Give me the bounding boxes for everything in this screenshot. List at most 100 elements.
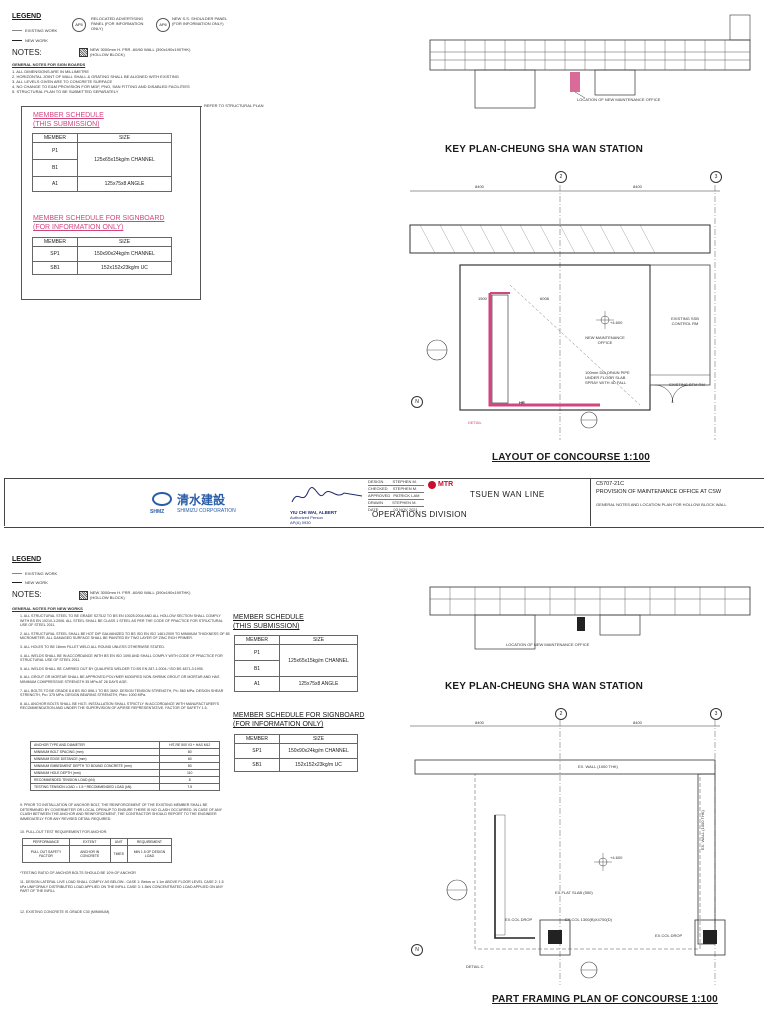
hollow-block-hatch-icon (79, 48, 88, 57)
legend-new-label-2: NEW WORK (25, 580, 48, 585)
col-size: SIZE (77, 133, 172, 143)
operations-division: OPERATIONS DIVISION (372, 510, 467, 519)
signature-scribble (291, 487, 363, 503)
table-row: MINIMUM BOLT SPACING (mm)80 (29, 748, 220, 756)
mtr-label: MTR (438, 481, 454, 488)
note-9: 9. PRIOR TO INSTALLATION OF ANCHOR BOLT,… (20, 803, 222, 821)
signboard-schedule-title-2: MEMBER SCHEDULE FOR SIGNBOARD (233, 712, 365, 719)
level-label: +4.600 (610, 320, 623, 325)
signboard-schedule-sub: (FOR INFORMATION ONLY) (33, 224, 124, 231)
note-item: 2. ALL STRUCTURAL STEEL SHALL BE HOT DIP… (20, 631, 230, 641)
detail-label-2: DETAIL C (466, 964, 484, 969)
general-note: 2. HORIZONTAL JOINT OF WALL SHALL & GRAT… (12, 74, 179, 79)
ap5-text: RELOCATED ADVERTISING PANEL (FOR INFORMA… (91, 16, 144, 31)
table-row: TESTING TENSION LOAD = 1.5 * RECOMMENDED… (29, 783, 220, 791)
row-drawn: DRAWN STEPHEN M. (368, 500, 424, 507)
ap5-symbol: AP5 (72, 18, 86, 32)
shimizu-logo-icon (152, 492, 172, 506)
north-arrow-icon: N (411, 944, 423, 956)
cell-member: SB1 (32, 261, 78, 275)
notes-item-2: NEW 3000mm H. FRR -60/60 WALL (390x190x1… (90, 590, 191, 600)
general-notes-title: GENERAL NOTES FOR SIGN BOARDS (12, 62, 86, 67)
signer-reg: AP(A) 0930 (290, 520, 311, 525)
note-item: 7. ALL BOLTS TO BE GRADE 8.8 BS ISO 898-… (20, 688, 224, 698)
table-row: MINIMUM HOLE DEPTH (mm)110 (29, 769, 220, 777)
member-schedule-title-2: MEMBER SCHEDULE (233, 614, 304, 621)
drawing-title: GENERAL NOTES AND LOCATION PLAN FOR HOLL… (596, 502, 727, 507)
note-12: 12. EXISTING CONCRETE IS GRADE C30 (MINI… (20, 910, 111, 914)
title-block-frame (4, 478, 764, 528)
existing-btm-label: EXISTING BTM RM (669, 382, 705, 387)
drain-note: 100mm DIA DRAIN PIPE UNDER FLOOR SLAB SP… (585, 370, 630, 385)
cell-size: 152x152x23kg/m UC (77, 261, 172, 275)
signboard-schedule-title: MEMBER SCHEDULE FOR SIGNBOARD (33, 215, 165, 222)
cell-size: 125x65x15kg/m CHANNEL (77, 142, 172, 177)
key-plan-title: KEY PLAN-CHEUNG SHA WAN STATION (445, 144, 644, 155)
general-notes-list: 1. ALL DIMENSIONS ARE IN MILLIMETRE 2. H… (12, 69, 202, 94)
layout-concourse-drawing (409, 185, 720, 440)
signer-role: Authorized Person (290, 515, 323, 520)
note-item: 6. ALL GROUT OR MORTAR SHALL BE APPROVED… (20, 675, 220, 684)
legend-existing-label-2: EXISTING WORK (25, 571, 58, 576)
notes-item: NEW 3000mm H. FRR -60/60 WALL (390x190x1… (90, 47, 191, 57)
ex-col-drop-label-1: EX.COL DROP (505, 917, 533, 922)
signboard-schedule-sub-2: (FOR INFORMATION ONLY) (233, 721, 324, 728)
cell-member: B1 (32, 159, 78, 177)
line-name: TSUEN WAN LINE (470, 490, 545, 499)
revision-rows: DESIGN STEPHEN M. CHECKED STEPHEN M. APP… (368, 479, 424, 512)
grid-bubble-3: 3 (710, 171, 722, 183)
row-approved: APPROVED PATRICK LAM (368, 493, 424, 500)
key-plan-drawing-2 (429, 586, 751, 650)
notes-title-2: NOTES: (12, 590, 42, 599)
ex-col-drop-label-3: EX.COL DROP (655, 933, 683, 938)
cell-size: 150x90x24kg/m CHANNEL (77, 246, 172, 262)
ap6-text: NEW S.S. SHOULDER PANEL (FOR INFORMATION… (172, 16, 228, 26)
existing-ssb-label: EXISTING SSB CONTROL RM (671, 316, 699, 326)
member-schedule-title: MEMBER SCHEDULE (33, 112, 104, 119)
framing-plan-drawing (410, 720, 726, 985)
note-item: 1. ALL STRUCTURAL STEEL TO BE GRADE S275… (20, 614, 223, 628)
level-label-2: +4.600 (610, 855, 623, 860)
cell-member: SP1 (32, 246, 78, 262)
legend-new-line-2 (12, 582, 22, 583)
dim-right: 8400 (633, 184, 642, 189)
row-checked: CHECKED STEPHEN M. (368, 486, 424, 493)
legend-new-label: NEW WORK (25, 38, 48, 43)
note-11: 11. DESIGN LATERAL LIVE LOAD SHALL COMPL… (20, 880, 224, 894)
key-plan-title-2: KEY PLAN-CHEUNG SHA WAN STATION (445, 681, 644, 692)
notes-list-2: 1. ALL STRUCTURAL STEEL TO BE GRADE S275… (20, 614, 230, 714)
layout-title: LAYOUT OF CONCOURSE 1:100 (492, 452, 650, 463)
dim-right-2: 8400 (633, 720, 642, 725)
cell-member: A1 (32, 176, 78, 192)
cell-member: P1 (32, 142, 78, 160)
company-en: SHIMIZU CORPORATION (177, 508, 236, 514)
note-item: 8. ALL ANCHOR BOLTS SHALL BE HILTI. INST… (20, 701, 219, 711)
legend-title: LEGEND (12, 13, 42, 20)
note-10: 10. PULL-OUT TEST REQUIREMENT FOR ANCHOR… (20, 830, 108, 834)
dim-6008: 6008 (540, 296, 549, 301)
project-title: PROVISION OF MAINTENANCE OFFICE AT CSW (596, 489, 722, 495)
note-item: 4. ALL WELDS SHALL BE IN ACCORDANCE WITH… (20, 653, 223, 663)
legend-title-2: LEGEND (12, 556, 42, 563)
table-row: MINIMUM EDGE DISTANCE (mm)60 (29, 755, 220, 763)
general-note: 5. STRUCTURAL PLAN TO BE SUBMITTED SEPAR… (12, 89, 119, 94)
ex-flat-slab-label: EX FLAT SLAB (550) (555, 890, 593, 895)
hollow-block-hatch-icon (79, 591, 88, 600)
shimizu-abbr: SHMZ (150, 509, 165, 515)
framing-title: PART FRAMING PLAN OF CONCOURSE 1:100 (492, 994, 718, 1005)
general-note: 3. ALL LEVELS GIVEN ARE TO CONCRETE SURF… (12, 79, 113, 84)
